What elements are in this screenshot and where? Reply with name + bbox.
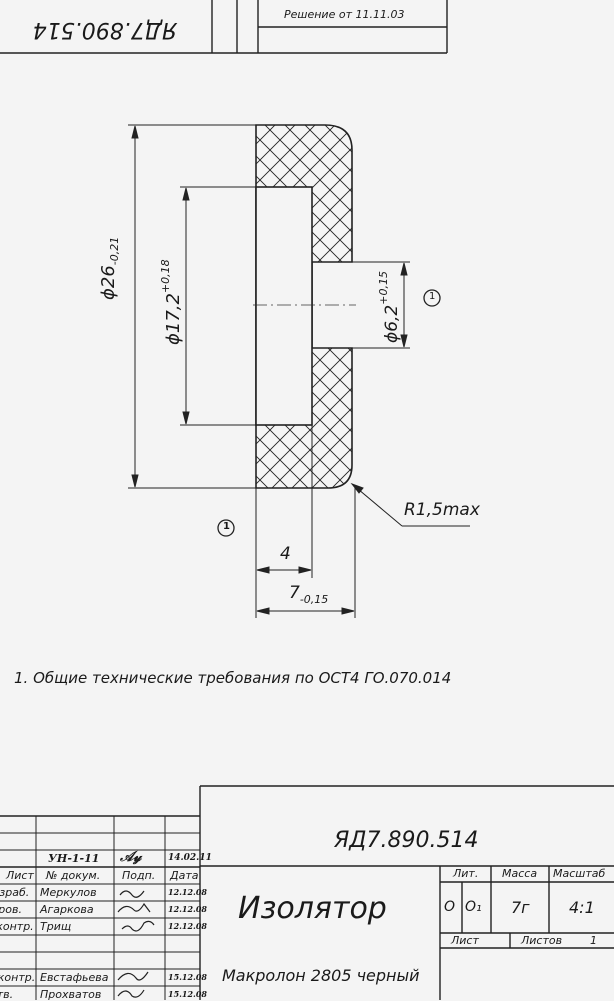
dim-length-7: 7-0,15 <box>289 583 329 606</box>
header-sign: Подп. <box>122 869 156 882</box>
scale-value: 4:1 <box>569 898 595 917</box>
designation: ЯД7.890.514 <box>334 828 479 853</box>
dim-radius: R1,5max <box>404 500 480 520</box>
person-role: Разраб. <box>0 886 30 899</box>
sheets-value: 1 <box>590 934 597 947</box>
marker-1-right: 1 <box>429 291 436 302</box>
header-date: Дата <box>170 869 199 882</box>
lit-value-1: О <box>444 899 456 915</box>
person-name: Меркулов <box>40 886 97 899</box>
change-doc: УН-1-11 <box>48 852 100 865</box>
person-role: Пров. <box>0 903 22 916</box>
left-title-grid <box>0 816 200 1000</box>
person-date: 15.12.08 <box>168 972 207 982</box>
lit-label: Лит. <box>453 867 479 880</box>
person-role: Н.контр. <box>0 971 36 984</box>
material: Макролон 2805 черный <box>222 966 420 985</box>
change-date: 14.02.11 <box>168 853 212 863</box>
mass-label: Масса <box>502 867 538 880</box>
part-section <box>253 124 356 489</box>
technical-note: 1. Общие технические требования по ОСТ4 … <box>14 669 452 687</box>
person-name: Прохватов <box>40 988 102 1001</box>
person-date: 12.12.08 <box>168 921 207 931</box>
header-doc-no: № докум. <box>46 869 101 882</box>
person-name: Агаркова <box>40 903 94 916</box>
mass-value: 7г <box>511 898 530 917</box>
person-name: Трищ <box>40 920 72 933</box>
lit-value-2: О₁ <box>465 899 482 915</box>
header-sheet: Лист <box>6 869 34 882</box>
person-date: 15.12.08 <box>168 989 207 999</box>
dim-length-4: 4 <box>280 544 291 564</box>
title-block-grid <box>0 785 614 1000</box>
person-role: Утв. <box>0 988 14 1001</box>
person-name: Евстафьева <box>40 971 109 984</box>
sheets-label: Листов <box>521 934 563 947</box>
decision-date: Решение от 11.11.03 <box>284 8 405 21</box>
scale-label: Масштаб <box>553 867 606 880</box>
part-name: Изолятор <box>238 891 387 926</box>
person-date: 12.12.08 <box>168 904 207 914</box>
person-date: 12.12.08 <box>168 887 207 897</box>
dimension-lines <box>128 124 470 618</box>
marker-1-left: 1 <box>223 521 230 532</box>
change-sign: 𝒜𝓎 <box>120 849 142 865</box>
top-stamp-frame <box>0 0 448 54</box>
sheet-label: Лист <box>451 934 479 947</box>
person-role: Т.контр. <box>0 920 34 933</box>
marker-circles <box>217 289 441 537</box>
